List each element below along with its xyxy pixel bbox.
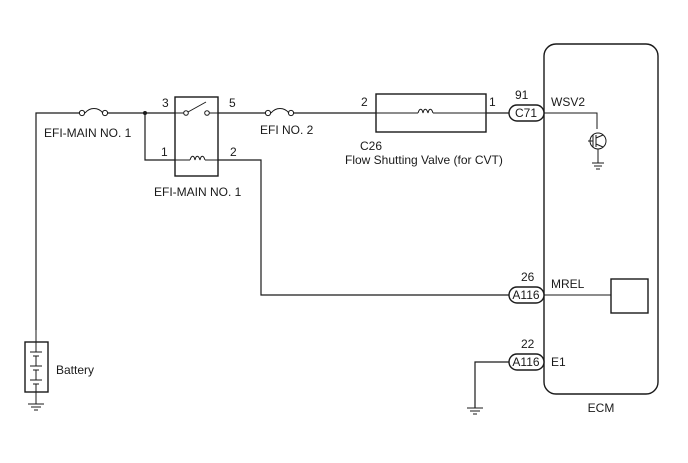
valve-code: C26 <box>360 139 382 153</box>
wsv2-signal: WSV2 <box>551 95 585 109</box>
flow-shutting-valve <box>375 93 487 133</box>
battery-label: Battery <box>56 363 94 377</box>
connector-mrel-pin: 26 <box>521 270 535 284</box>
efi2-fuse-label: EFI NO. 2 <box>260 123 314 137</box>
valve-pin-2: 2 <box>361 95 368 109</box>
e1-signal: E1 <box>551 355 566 369</box>
connector-c71-pin: 91 <box>515 88 529 102</box>
efi-main-fuse <box>78 108 109 117</box>
ecm-driver-transistor <box>544 112 607 170</box>
battery-icon <box>24 330 49 411</box>
valve-pin-1: 1 <box>489 95 496 109</box>
efi-main-relay <box>174 96 219 177</box>
connector-a116-e1 <box>508 353 545 371</box>
e1-ground-wire <box>474 361 509 408</box>
ecm-label: ECM <box>588 401 615 415</box>
e1-ground-icon <box>467 407 483 415</box>
connector-e1-pin: 22 <box>521 337 535 351</box>
relay-pin-1: 1 <box>161 145 168 159</box>
efi-main-fuse-label: EFI-MAIN NO. 1 <box>44 126 132 140</box>
mrel-signal: MREL <box>551 277 585 291</box>
efi2-fuse <box>264 108 295 117</box>
connector-e1-code: A116 <box>512 355 539 369</box>
relay-pin-3: 3 <box>162 96 169 110</box>
relay-coil-feed-wire <box>144 113 175 161</box>
efi-main-relay-label: EFI-MAIN NO. 1 <box>154 185 242 199</box>
relay-pin-5: 5 <box>229 96 236 110</box>
mrel-circuit-box <box>610 278 649 314</box>
relay-to-mrel-wire <box>218 159 509 296</box>
connector-mrel-code: A116 <box>512 288 539 302</box>
connector-c71-code: C71 <box>515 106 537 120</box>
relay-pin-2: 2 <box>230 145 237 159</box>
battery-supply-wire <box>35 112 80 330</box>
valve-name: Flow Shutting Valve (for CVT) <box>345 153 503 167</box>
